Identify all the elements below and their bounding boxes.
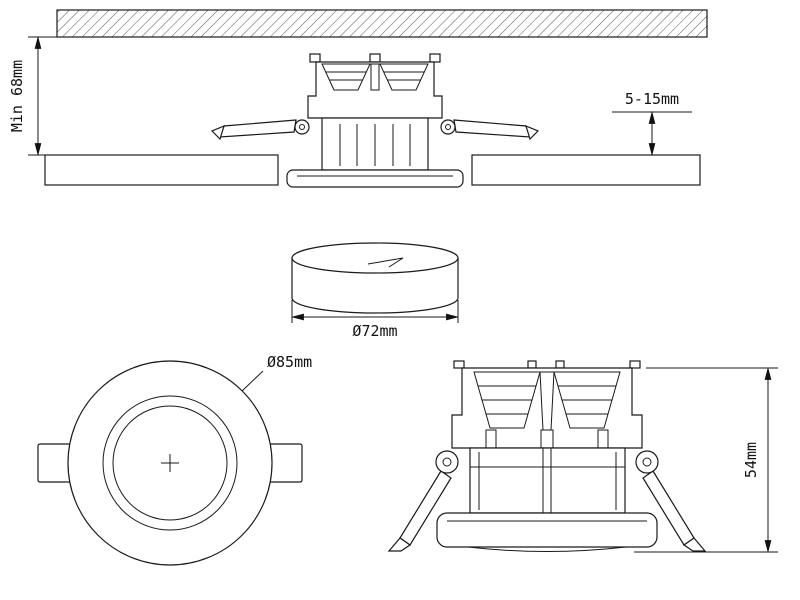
trim-bezel-side xyxy=(436,512,658,548)
fixture-cross-section xyxy=(286,53,464,188)
spring-clip-left-side xyxy=(387,470,452,552)
mounting-tab-left xyxy=(37,443,73,483)
spring-clip-left xyxy=(210,119,310,141)
clip-pivot-right xyxy=(635,450,659,474)
dimension-cutout-diameter: Ø72mm xyxy=(290,300,460,340)
front-view: Ø85mm xyxy=(37,353,312,566)
dimension-body-height: 54mm xyxy=(634,366,778,554)
side-view: 54mm xyxy=(387,360,778,554)
body-height-label: 54mm xyxy=(742,442,760,478)
dimension-outer-diameter: Ø85mm xyxy=(241,353,312,392)
mounting-tab-right xyxy=(267,443,303,483)
clamp-range-label: 5-15mm xyxy=(625,90,679,108)
lens-ring xyxy=(112,405,228,521)
outer-diameter-label: Ø85mm xyxy=(267,353,312,371)
center-crosshair xyxy=(161,454,179,472)
dimension-clamp-range: 5-15mm xyxy=(612,90,692,157)
spring-clip-right-side xyxy=(642,470,707,552)
cutout-diameter-label: Ø72mm xyxy=(352,322,397,340)
installation-section-view: Min 68mm 5-15mm xyxy=(8,9,708,188)
dimension-min-recess-depth: Min 68mm xyxy=(8,35,62,157)
min-recess-depth-label: Min 68mm xyxy=(8,60,26,132)
cutout-cylinder: Ø72mm xyxy=(290,242,460,340)
spring-clip-right xyxy=(440,119,540,141)
ceiling-board xyxy=(44,154,701,186)
surface-arrow xyxy=(367,257,404,268)
trim-bezel xyxy=(286,169,464,188)
inner-ring xyxy=(102,395,238,531)
ceiling-slab-hatch xyxy=(56,9,708,38)
lower-body xyxy=(469,447,626,514)
clip-pivot-left xyxy=(435,450,459,474)
